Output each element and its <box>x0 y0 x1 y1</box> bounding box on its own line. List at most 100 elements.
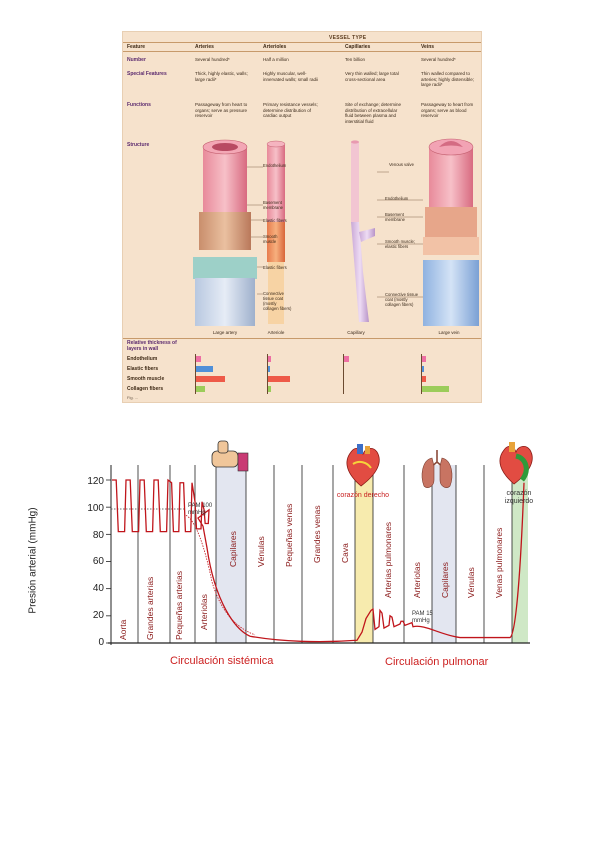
y-tick-label: 60 <box>92 556 104 567</box>
y-tick-label: 40 <box>92 583 104 594</box>
label-smooth-muscle: Smooth muscle <box>263 234 278 245</box>
mean-pressure-curve <box>185 514 256 636</box>
systemic-circulation-label: Circulación sistémica <box>170 655 274 667</box>
segment-dividers <box>137 465 513 643</box>
y-tick-label: 80 <box>92 530 104 541</box>
segment-label-pulmonary-arteries: Arterias pulmonares <box>383 521 393 598</box>
segment-label-pulmonary-capillaries: Capilares <box>440 562 450 598</box>
right-heart-band <box>355 465 373 643</box>
segment-label-arterioles: Arteriolas <box>199 594 209 630</box>
thickness-bar <box>421 366 424 372</box>
row-label-number: Number <box>127 57 146 63</box>
thickness-bar <box>195 376 225 382</box>
segment-label-aorta: Aorta <box>118 619 128 640</box>
segment-label-large-veins: Grandes venas <box>312 505 322 563</box>
thickness-bar <box>195 386 205 392</box>
y-tick-label: 0 <box>98 637 104 648</box>
left-heart-band <box>512 465 528 643</box>
label-endothelium-vein: Endothelium <box>385 196 409 201</box>
thickness-bar <box>267 376 290 382</box>
thickness-bar <box>343 356 349 362</box>
large-vein-illustration <box>423 138 479 326</box>
header-arterioles: Arterioles <box>263 44 287 50</box>
vessel-name-capillary: Capillary <box>347 330 365 335</box>
thickness-bar <box>267 366 270 372</box>
segment-label-pulmonary-arterioles: Arteriolas <box>412 562 422 598</box>
cell: Site of exchange; determine distribution… <box>345 102 402 124</box>
cell: Passageway from heart to organs; serve a… <box>195 102 248 119</box>
cell: Several hundred* <box>421 57 456 62</box>
leader-lines <box>247 166 423 298</box>
pulmonary-circulation-label: Circulación pulmonar <box>385 656 489 668</box>
header-arteries: Arteries <box>195 44 214 50</box>
thickness-axis <box>195 354 196 394</box>
segment-label-large-arteries: Grandes arterias <box>145 576 155 640</box>
cell: Highly muscular, well-innervated walls; … <box>263 71 319 82</box>
vessel-illustrations <box>193 138 479 326</box>
cell: Thin walled compared to arteries; highly… <box>421 71 475 88</box>
segment-label-small-veins: Pequeñas venas <box>284 503 294 567</box>
cell: Very thin walled; large total cross-sect… <box>345 71 399 82</box>
capillary-band-systemic <box>216 465 246 643</box>
pressure-curve <box>112 478 525 643</box>
row-label-special-features: Special Features <box>127 71 167 77</box>
label-basement-membrane-vein: Basement membrane <box>385 212 406 223</box>
header-feature: Feature <box>127 44 146 50</box>
y-tick-label: 20 <box>92 610 104 621</box>
arm-icon <box>211 440 249 472</box>
divider <box>123 338 481 339</box>
thickness-axis <box>267 354 268 394</box>
large-artery-illustration <box>193 139 257 326</box>
segment-label-venules: Vénulas <box>256 536 266 567</box>
heart-icon-right <box>346 444 380 487</box>
segment-label-pulmonary-venules: Vénulas <box>466 567 476 598</box>
label-connective-tissue: Connective tissue coat (mostly collagen … <box>263 291 292 312</box>
layer-label-collagen-fibers: Collagen fibers <box>127 386 164 392</box>
capillary-illustration <box>351 140 375 322</box>
vessel-type-figure: VESSEL TYPE Feature Arteries Arterioles … <box>122 31 482 403</box>
mean-pressure-systemic: PAM 100 mmHg <box>188 503 213 516</box>
thickness-axis <box>343 354 344 394</box>
thickness-bar <box>421 376 426 382</box>
segment-label-cava: Cava <box>340 543 350 563</box>
header-veins: Veins <box>421 44 435 50</box>
layer-label-smooth-muscle: Smooth muscle <box>127 376 165 382</box>
cell: Several hundred* <box>195 57 230 62</box>
thickness-bar <box>267 386 271 392</box>
segment-label-small-arteries: Pequeñas arterias <box>174 571 184 640</box>
thickness-bar <box>267 356 271 362</box>
label-smooth-muscle-vein: Smooth muscle; elastic fibers <box>385 239 416 250</box>
cell: Half a million <box>263 57 289 62</box>
label-basement-membrane: Basement membrane <box>263 200 284 211</box>
figure-caption: Fig. ... <box>127 395 139 400</box>
thickness-bar <box>421 356 426 362</box>
label-venous-valve: Venous valve <box>389 162 414 167</box>
thickness-bar <box>195 366 213 372</box>
vessel-type-title: VESSEL TYPE <box>329 35 367 41</box>
heart-icon-left <box>499 442 533 485</box>
y-tick-lines <box>106 479 111 644</box>
cell: Thick, highly elastic, walls; large radi… <box>195 71 248 82</box>
capillary-band-pulmonary <box>432 465 456 643</box>
label-elastic-fibers: Elastic fibers <box>263 218 287 223</box>
thickness-bar <box>195 356 201 362</box>
segment-label-capillaries: Capilares <box>228 531 238 567</box>
y-tick-label: 120 <box>87 476 104 487</box>
arteriole-illustration <box>266 140 286 324</box>
layer-label-elastic-fibers: Elastic fibers <box>127 366 159 372</box>
layer-label-endothelium: Endothelium <box>127 356 158 362</box>
cell: Passageway to heart from organs; serve a… <box>421 102 474 119</box>
divider <box>123 42 481 43</box>
cell: Ten billion <box>345 57 366 62</box>
lungs-icon <box>421 450 453 488</box>
label-endothelium: Endothelium <box>263 163 287 168</box>
label-elastic-fibers-2: Elastic fibers <box>263 265 287 270</box>
y-tick-label: 100 <box>87 503 104 514</box>
left-heart-label: corazón izquierdo <box>504 490 534 506</box>
vessel-name-large-vein: Large vein <box>438 330 460 335</box>
thickness-title: Relative thickness of layers in wall <box>127 340 177 352</box>
vessel-name-arteriole: Arteriole <box>267 330 285 335</box>
row-label-structure: Structure <box>127 142 150 148</box>
segment-label-pulmonary-veins: Venas pulmonares <box>494 527 504 598</box>
